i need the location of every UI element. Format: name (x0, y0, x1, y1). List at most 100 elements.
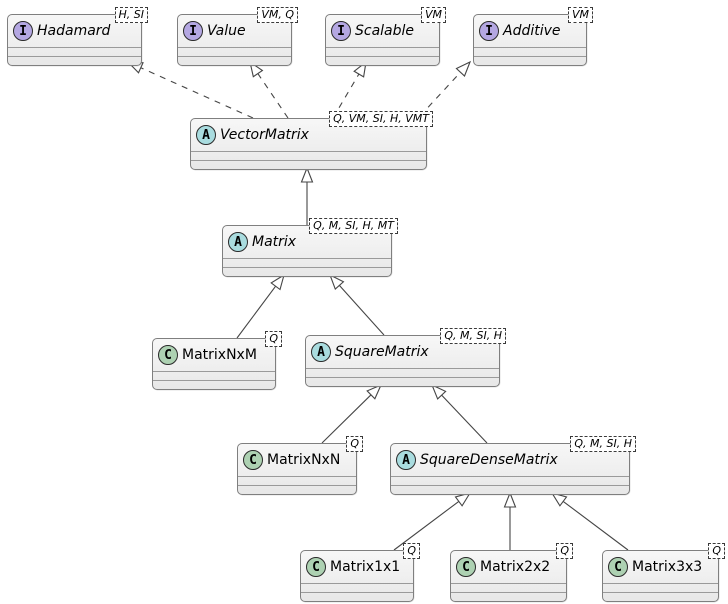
class-name: Scalable (355, 23, 415, 39)
class-box-hadamard: H, SI I Hadamard (7, 7, 148, 66)
class-header: C Matrix1x1 (301, 551, 413, 583)
class-name: Matrix3x3 (632, 559, 703, 575)
extends-arrow-matrix3x3-to-squaredensematrix (550, 492, 629, 551)
interface-icon: I (331, 21, 351, 41)
extends-arrow-matrix2x2-to-squaredensematrix (503, 491, 517, 550)
abstract-icon: A (196, 125, 216, 145)
class-icon: C (608, 557, 628, 577)
generic-parameters-tag: Q, VM, SI, H, VMT (329, 111, 433, 127)
class-name: MatrixNxM (182, 347, 257, 363)
generic-parameters-tag: VM, Q (257, 7, 298, 23)
class-icon: C (456, 557, 476, 577)
class-header: I Scalable (326, 15, 439, 47)
class-name: Hadamard (37, 23, 111, 39)
generic-parameters-tag: Q (403, 543, 420, 559)
attributes-compartment (474, 47, 586, 56)
generic-parameters-tag: Q, M, SI, H, MT (309, 218, 398, 234)
class-name: Matrix1x1 (330, 559, 401, 575)
class-name: Matrix (252, 234, 297, 250)
class-header: C Matrix2x2 (451, 551, 566, 583)
extends-arrow-squarematrix-to-matrix (328, 273, 385, 336)
attributes-compartment (8, 47, 141, 56)
attributes-compartment (306, 368, 499, 377)
generic-parameters-tag: Q (556, 543, 573, 559)
class-header: C Matrix3x3 (603, 551, 718, 583)
attributes-compartment (391, 476, 629, 485)
class-name: MatrixNxN (267, 452, 341, 468)
interface-icon: I (183, 21, 203, 41)
methods-compartment (391, 485, 629, 494)
extends-arrow-matrixnxm-to-matrix (236, 273, 285, 339)
attributes-compartment (451, 583, 566, 592)
attributes-compartment (603, 583, 718, 592)
methods-compartment (8, 56, 141, 65)
class-header: A VectorMatrix (191, 119, 426, 151)
class-box-vectormatrix: Q, VM, SI, H, VMT A VectorMatrix (190, 111, 433, 170)
class-header: I Additive (474, 15, 586, 47)
abstract-icon: A (311, 342, 331, 362)
class-box-matrix3x3: Q C Matrix3x3 (602, 543, 725, 602)
generic-parameters-tag: Q, M, SI, H (570, 436, 636, 452)
methods-compartment (326, 56, 439, 65)
class-header: C MatrixNxM (153, 339, 275, 371)
generic-parameters-tag: Q (265, 331, 282, 347)
class-box-squaredensematrix: Q, M, SI, H A SquareDenseMatrix (390, 436, 636, 495)
class-box-matrixnxm: Q C MatrixNxM (152, 331, 282, 390)
generic-parameters-tag: VM (420, 7, 446, 23)
class-box-value: VM, Q I Value (177, 7, 298, 66)
class-header: A SquareDenseMatrix (391, 444, 629, 476)
attributes-compartment (238, 476, 356, 485)
class-box-additive: VM I Additive (473, 7, 593, 66)
class-box-scalable: VM I Scalable (325, 7, 446, 66)
class-box-matrix: Q, M, SI, H, MT A Matrix (222, 218, 398, 277)
attributes-compartment (223, 258, 391, 267)
class-name: VectorMatrix (220, 127, 309, 143)
class-header: A Matrix (223, 226, 391, 258)
methods-compartment (306, 377, 499, 386)
class-box-squarematrix: Q, M, SI, H A SquareMatrix (305, 328, 506, 387)
generic-parameters-tag: VM (567, 7, 593, 23)
methods-compartment (301, 592, 413, 601)
class-header: C MatrixNxN (238, 444, 356, 476)
methods-compartment (191, 160, 426, 169)
abstract-icon: A (396, 450, 416, 470)
class-header: I Hadamard (8, 15, 141, 47)
class-header: A SquareMatrix (306, 336, 499, 368)
implements-arrow-vectormatrix-to-additive (419, 60, 472, 117)
class-icon: C (158, 345, 178, 365)
attributes-compartment (301, 583, 413, 592)
class-box-matrix2x2: Q C Matrix2x2 (450, 543, 573, 602)
generic-parameters-tag: H, SI (114, 7, 148, 23)
class-name: SquareMatrix (335, 344, 429, 360)
generic-parameters-tag: Q (346, 436, 363, 452)
class-icon: C (243, 450, 263, 470)
extends-arrow-squaredensematrix-to-squarematrix (430, 383, 488, 444)
abstract-icon: A (228, 232, 248, 252)
class-name: Value (207, 23, 246, 39)
class-icon: C (306, 557, 326, 577)
methods-compartment (238, 485, 356, 494)
methods-compartment (178, 56, 291, 65)
methods-compartment (153, 380, 275, 389)
class-name: SquareDenseMatrix (420, 452, 558, 468)
methods-compartment (474, 56, 586, 65)
attributes-compartment (191, 151, 426, 160)
generic-parameters-tag: Q (708, 543, 725, 559)
extends-arrow-matrixnxn-to-squarematrix (321, 383, 383, 444)
class-box-matrixnxn: Q C MatrixNxN (237, 436, 363, 495)
attributes-compartment (153, 371, 275, 380)
class-name: Matrix2x2 (480, 559, 551, 575)
methods-compartment (223, 267, 391, 276)
attributes-compartment (326, 47, 439, 56)
interface-icon: I (13, 21, 33, 41)
extends-arrow-matrix1x1-to-squaredensematrix (393, 492, 472, 551)
attributes-compartment (178, 47, 291, 56)
class-box-matrix1x1: Q C Matrix1x1 (300, 543, 420, 602)
methods-compartment (603, 592, 718, 601)
generic-parameters-tag: Q, M, SI, H (440, 328, 506, 344)
interface-icon: I (479, 21, 499, 41)
methods-compartment (451, 592, 566, 601)
